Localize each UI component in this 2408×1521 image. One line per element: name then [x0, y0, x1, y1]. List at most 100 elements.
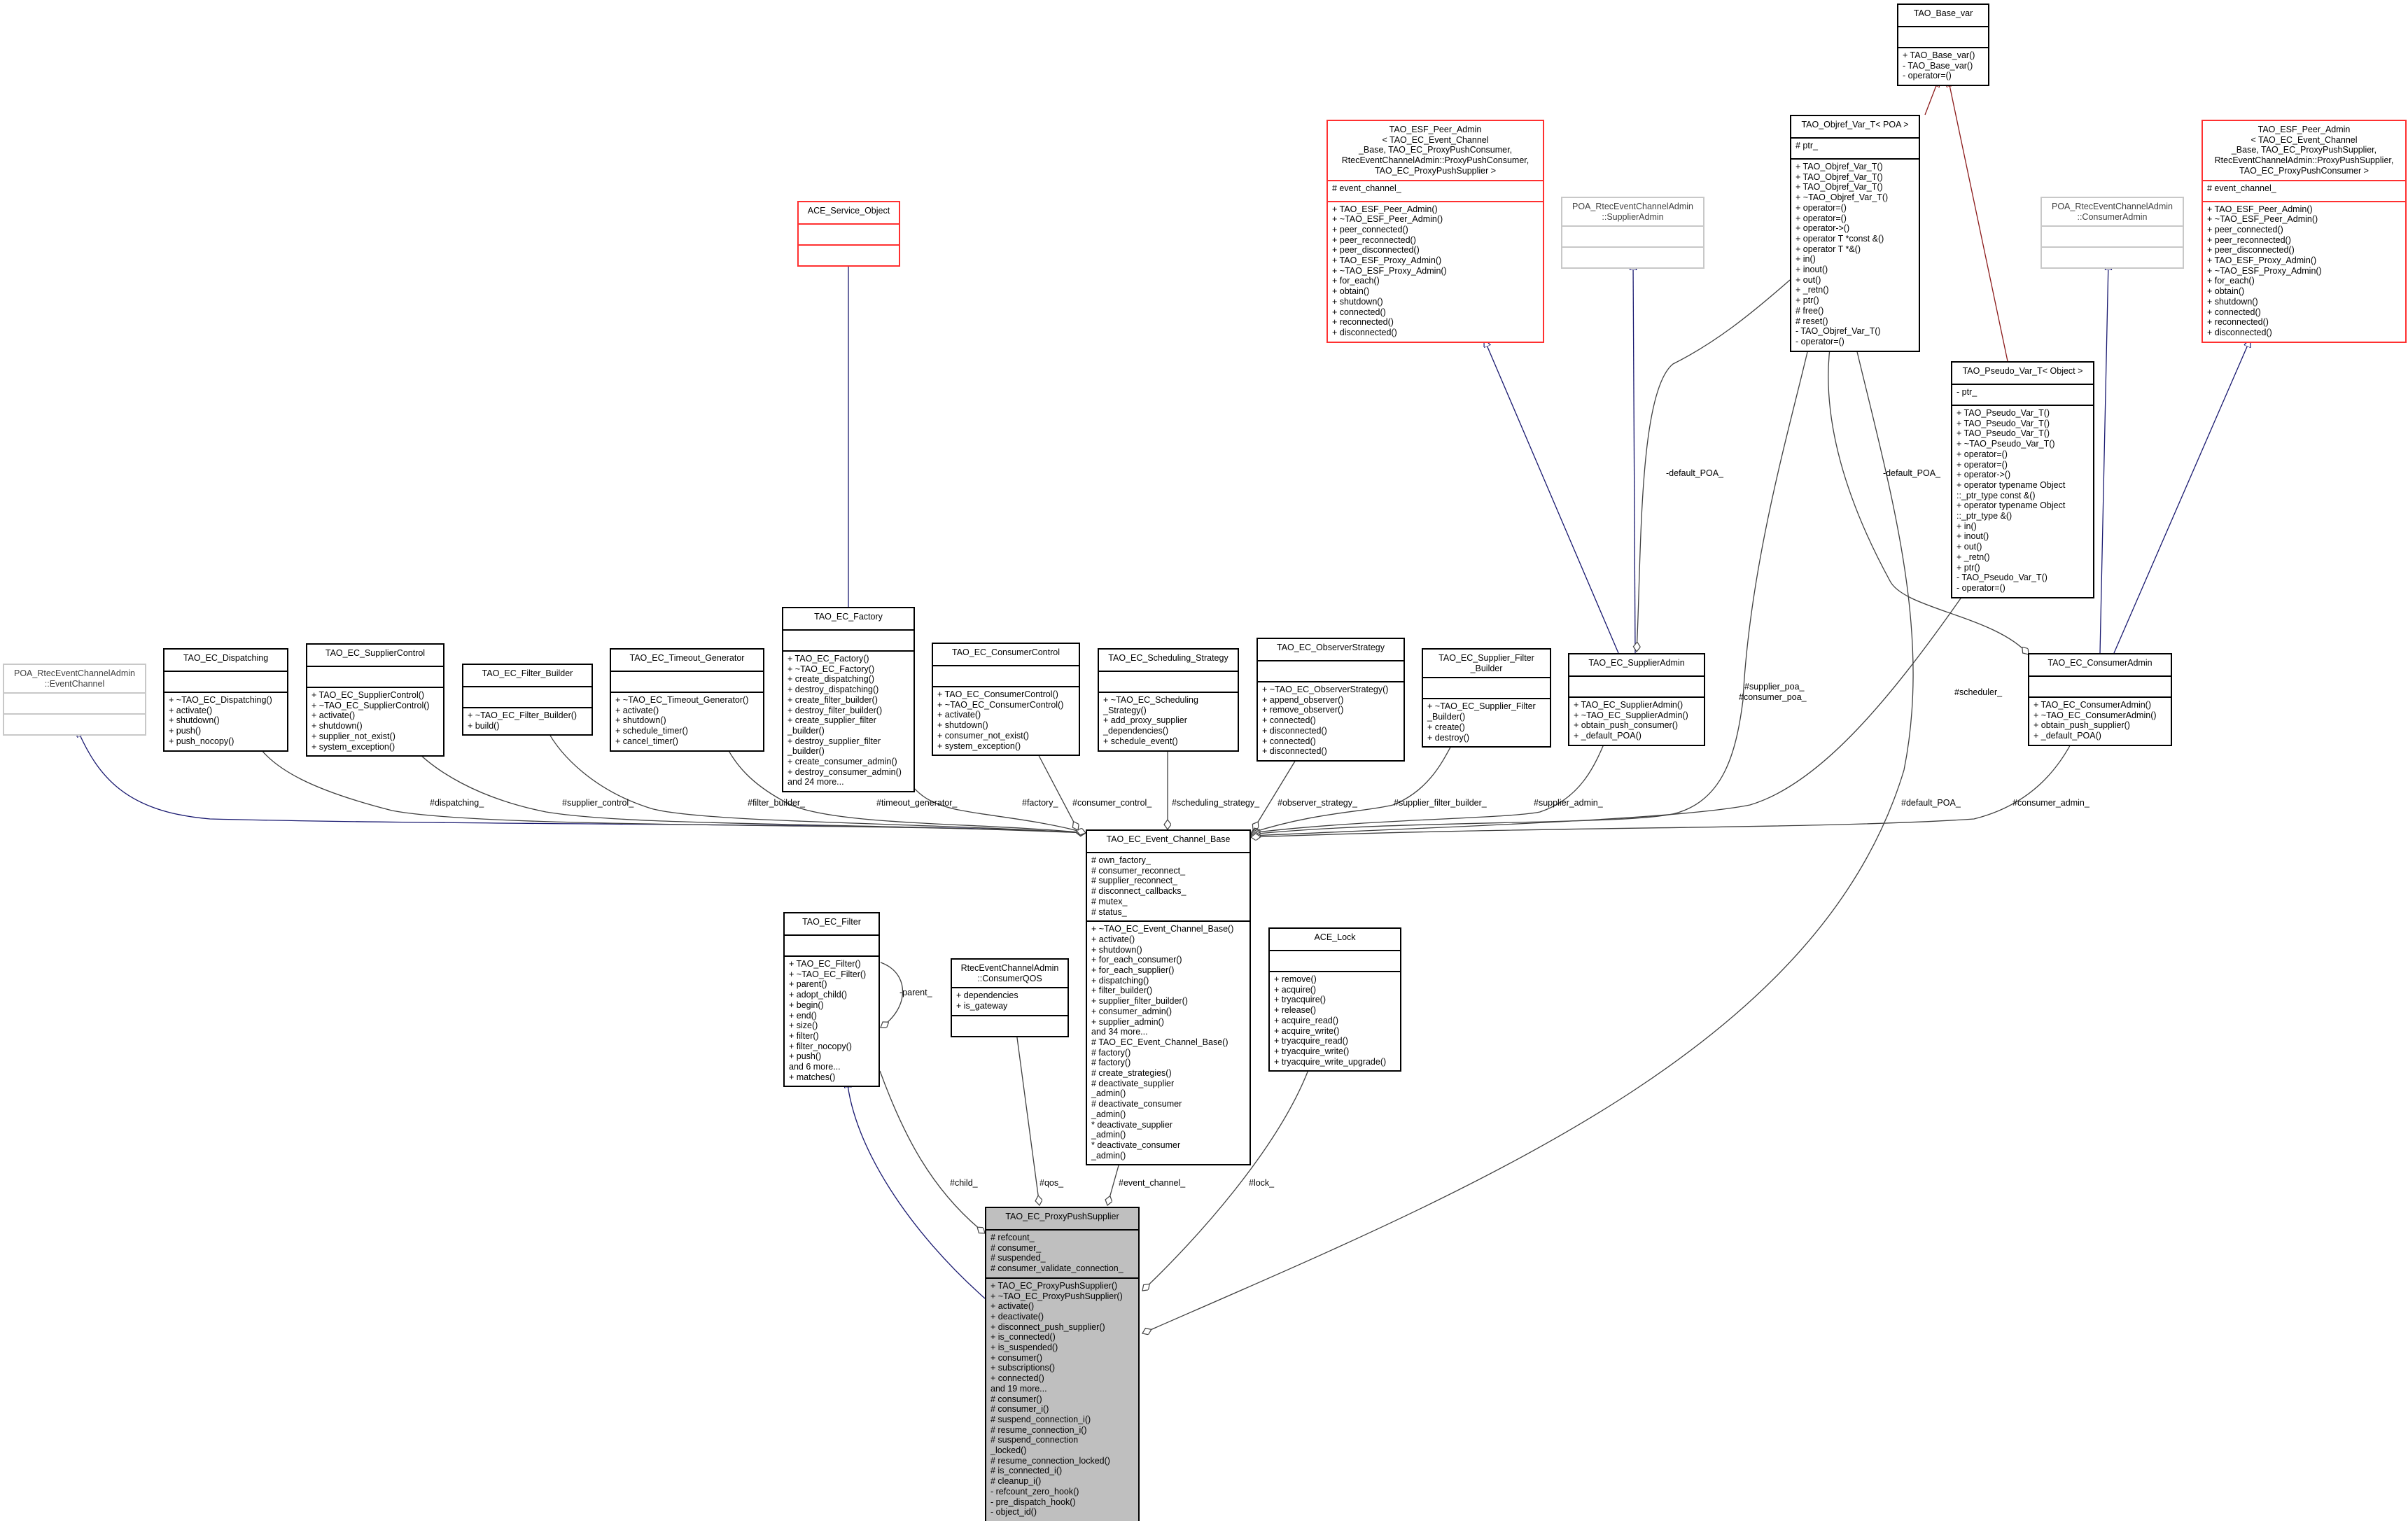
- class-box-consumer-admin[interactable]: TAO_EC_ConsumerAdmin+ TAO_EC_ConsumerAdm…: [2028, 653, 2172, 746]
- edge-assoc-consumer-admin: [1251, 737, 2075, 837]
- method-list: + TAO_EC_SupplierAdmin()+ ~TAO_EC_Suppli…: [1569, 696, 1704, 745]
- method-item: + is_connected(): [990, 1332, 1056, 1343]
- method-item: + push_nocopy(): [169, 736, 234, 746]
- class-name: RtecEventChannelAdmin::ConsumerQOS: [952, 960, 1068, 987]
- attribute-item: # status_: [1091, 906, 1127, 917]
- attribute-item: # supplier_reconnect_: [1091, 876, 1177, 886]
- method-item: + connected(): [1262, 736, 1316, 746]
- method-list: + remove()+ acquire()+ tryacquire()+ rel…: [1270, 971, 1400, 1070]
- method-item: + create_supplier_filter: [788, 715, 876, 726]
- attribute-item: # disconnect_callbacks_: [1091, 886, 1186, 897]
- class-box-supplier-admin[interactable]: TAO_EC_SupplierAdmin+ TAO_EC_SupplierAdm…: [1568, 653, 1705, 746]
- class-name-line: TAO_EC_ProxyPushConsumer >: [2239, 165, 2369, 176]
- edge-inherit-supplier-admin-poa: [1633, 262, 1635, 654]
- attribute-list: - ptr_: [1952, 384, 2093, 405]
- attribute-item: # consumer_: [990, 1242, 1042, 1253]
- method-item: + TAO_Base_var(): [1903, 50, 1975, 60]
- class-box-objref[interactable]: TAO_Objref_Var_T< POA ># ptr_+ TAO_Objre…: [1790, 115, 1920, 352]
- class-name-line: ::SupplierAdmin: [1602, 211, 1664, 222]
- method-item: + shutdown(): [312, 721, 363, 731]
- method-item: + push(): [169, 726, 202, 736]
- class-box-supplier-filter-builder[interactable]: TAO_EC_Supplier_Filter_Builder + ~TAO_EC_…: [1422, 648, 1551, 748]
- class-box-poa-consumer-admin[interactable]: POA_RtecEventChannelAdmin::ConsumerAdmin: [2040, 197, 2184, 269]
- attribute-list: [611, 671, 763, 692]
- class-box-dispatching[interactable]: TAO_EC_Dispatching+ ~TAO_EC_Dispatching(…: [163, 648, 288, 752]
- edge-label-factory: #factory_: [1022, 798, 1058, 808]
- class-box-poa-event-channel[interactable]: POA_RtecEventChannelAdmin::EventChannel: [3, 664, 146, 736]
- attribute-list: [307, 666, 443, 687]
- class-box-ace-lock[interactable]: ACE_Lock+ remove()+ acquire()+ tryacquir…: [1268, 927, 1401, 1072]
- method-item: + TAO_ESF_Proxy_Admin(): [2207, 255, 2317, 266]
- attribute-list: [1270, 950, 1400, 971]
- class-name-line: TAO_EC_Event_Channel_Base: [1106, 834, 1231, 844]
- method-item: # cleanup_i(): [990, 1476, 1042, 1487]
- class-box-esf-left[interactable]: TAO_ESF_Peer_Admin< TAO_EC_Event_Channel…: [1326, 120, 1544, 343]
- edge-assoc-supplier-control: [412, 747, 1086, 833]
- class-name: TAO_EC_ObserverStrategy: [1258, 639, 1404, 660]
- method-item: - TAO_Pseudo_Var_T(): [1956, 573, 2047, 583]
- class-name: TAO_EC_Supplier_Filter_Builder: [1423, 650, 1550, 677]
- method-item: + ~TAO_ESF_Peer_Admin(): [1332, 214, 1443, 225]
- method-list: [2042, 246, 2183, 267]
- method-item: + TAO_EC_Filter(): [789, 959, 861, 969]
- edge-assoc-lock: [1142, 1062, 1312, 1291]
- edge-label-filter-builder: #filter_builder_: [748, 798, 806, 808]
- method-item: _admin(): [1091, 1109, 1126, 1119]
- class-box-base-var[interactable]: TAO_Base_var+ TAO_Base_var()- TAO_Base_v…: [1897, 3, 1989, 87]
- class-box-esf-right[interactable]: TAO_ESF_Peer_Admin< TAO_EC_Event_Channel…: [2202, 120, 2407, 343]
- attribute-list: [1258, 660, 1404, 681]
- class-box-filter-builder[interactable]: TAO_EC_Filter_Builder+ ~TAO_EC_Filter_Bu…: [462, 664, 593, 736]
- method-item: + obtain_push_consumer(): [1574, 720, 1679, 731]
- method-item: + ~TAO_EC_ObserverStrategy(): [1262, 685, 1389, 694]
- edge-label-event-channel: #event_channel_: [1119, 1178, 1186, 1188]
- class-box-consumer-control[interactable]: TAO_EC_ConsumerControl+ TAO_EC_ConsumerC…: [932, 643, 1080, 757]
- class-box-ace-service-object[interactable]: ACE_Service_Object: [797, 201, 900, 267]
- method-item: + ~TAO_EC_Supplier_Filter: [1427, 701, 1536, 712]
- method-item: + shutdown(): [2207, 296, 2258, 307]
- method-item: + supplier_admin(): [1091, 1016, 1164, 1027]
- class-name-line: POA_RtecEventChannelAdmin: [1572, 202, 1693, 211]
- method-item: + TAO_Objref_Var_T(): [1795, 162, 1883, 171]
- method-item: _Strategy(): [1103, 705, 1147, 715]
- class-name: TAO_Objref_Var_T< POA >: [1791, 116, 1919, 137]
- class-name-line: TAO_EC_ConsumerAdmin: [2047, 658, 2152, 668]
- class-name: TAO_EC_Filter: [785, 913, 878, 934]
- class-box-event-channel-base[interactable]: TAO_EC_Event_Channel_Base# own_factory_#…: [1086, 829, 1251, 1166]
- edge-assoc-supplier-poa: [1251, 342, 1810, 834]
- class-name: POA_RtecEventChannelAdmin::ConsumerAdmin: [2042, 198, 2183, 225]
- method-item: + consumer_not_exist(): [937, 730, 1029, 741]
- method-item: + TAO_EC_Factory(): [788, 654, 869, 664]
- method-item: + tryacquire_read(): [1274, 1036, 1348, 1046]
- class-box-proxy-push-supplier[interactable]: TAO_EC_ProxyPushSupplier# refcount_# con…: [985, 1207, 1140, 1521]
- method-item: + operator T *const &(): [1795, 233, 1884, 244]
- class-box-observer-strategy[interactable]: TAO_EC_ObserverStrategy + ~TAO_EC_Observe…: [1256, 638, 1405, 762]
- method-item: _Builder(): [1427, 712, 1466, 722]
- method-item: + ptr(): [1956, 562, 1980, 573]
- class-box-factory[interactable]: TAO_EC_Factory+ TAO_EC_Factory()+ ~TAO_E…: [782, 607, 915, 793]
- method-list: + TAO_EC_SupplierControl()+ ~TAO_EC_Supp…: [307, 687, 443, 755]
- class-name: TAO_ESF_Peer_Admin< TAO_EC_Event_Channel…: [1328, 121, 1543, 180]
- class-box-filter[interactable]: TAO_EC_Filter+ TAO_EC_Filter()+ ~TAO_EC_…: [783, 912, 880, 1088]
- edge-label-ca-default-poa: -default_POA_: [1883, 468, 1941, 478]
- method-item: ::_ptr_type const &(): [1956, 490, 2036, 500]
- edge-label-observer-strategy: #observer_strategy_: [1278, 798, 1358, 808]
- class-box-poa-supplier-admin[interactable]: POA_RtecEventChannelAdmin::SupplierAdmin: [1561, 197, 1704, 269]
- class-box-supplier-control[interactable]: TAO_EC_SupplierControl+ TAO_EC_SupplierC…: [306, 643, 444, 757]
- method-item: + ~TAO_EC_SupplierAdmin(): [1574, 710, 1688, 720]
- edge-assoc-qos: [1016, 1032, 1040, 1205]
- class-box-pseudo[interactable]: TAO_Pseudo_Var_T< Object >- ptr_+ TAO_Ps…: [1951, 361, 2094, 598]
- method-item: # create_strategies(): [1091, 1068, 1172, 1079]
- class-box-timeout-generator[interactable]: TAO_EC_Timeout_Generator+ ~TAO_EC_Timeou…: [610, 648, 764, 752]
- method-item: # deactivate_consumer: [1091, 1099, 1182, 1109]
- method-item: + tryacquire(): [1274, 995, 1326, 1005]
- attribute-list: # event_channel_: [2203, 179, 2405, 201]
- method-item: + out(): [1795, 274, 1821, 285]
- attribute-list: # refcount_# consumer_# suspended_# cons…: [986, 1229, 1138, 1277]
- method-item: # suspend_connection: [990, 1435, 1079, 1445]
- edge-label-parent: -parent_: [899, 988, 933, 997]
- attribute-list: [2042, 225, 2183, 246]
- class-box-consumer-qos[interactable]: RtecEventChannelAdmin::ConsumerQOS+ depe…: [951, 958, 1069, 1037]
- method-item: - TAO_Objref_Var_T(): [1795, 326, 1881, 337]
- class-box-scheduling-strategy[interactable]: TAO_EC_Scheduling_Strategy+ ~TAO_EC_Sche…: [1098, 648, 1239, 752]
